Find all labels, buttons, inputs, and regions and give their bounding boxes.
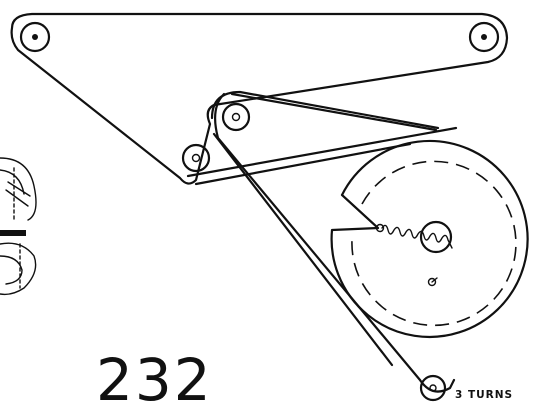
figure-number: 232 <box>96 346 213 404</box>
lower-link-bar <box>181 90 458 402</box>
pivot-upper-left <box>19 21 51 53</box>
turns-label: 3 TURNS <box>455 389 513 401</box>
pivot-bottom <box>419 374 447 402</box>
pivot-upper-right <box>468 21 500 53</box>
partial-cylinder-fragment <box>0 157 37 296</box>
coil-spring <box>375 223 453 287</box>
pivot-middle-left <box>181 143 211 173</box>
pivot-middle <box>221 102 251 132</box>
spring-drum <box>330 139 529 339</box>
